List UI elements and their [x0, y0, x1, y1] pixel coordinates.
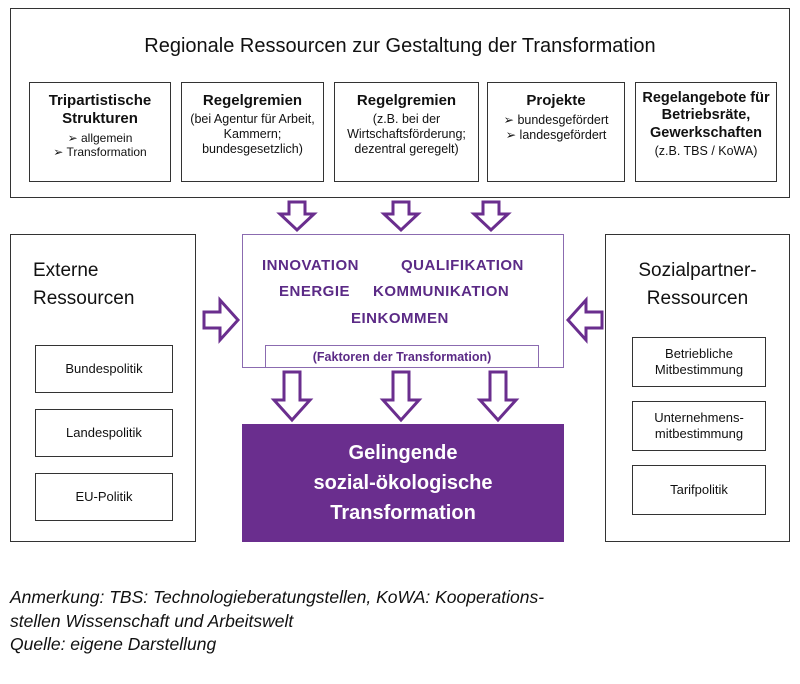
note-line2: stellen Wissenschaft und Arbeitswelt: [10, 610, 294, 631]
projects-box: Projekte ➢ bundesgefördert ➢ landesgeför…: [487, 82, 625, 182]
standard-offers-desc: (z.B. TBS / KoWA): [654, 144, 758, 159]
result-line1: Gelingende: [348, 442, 458, 464]
down-arrow-top-1: [276, 200, 318, 233]
factor-energy: ENERGIE: [279, 283, 351, 300]
note-line1: Anmerkung: TBS: Technologieberatungstell…: [10, 587, 545, 607]
regulatory-bodies-federal-desc: (bei Agentur für Arbeit, Kammern; bundes…: [190, 112, 315, 156]
eu-politics-box: EU-Politik: [35, 473, 173, 521]
down-arrow-bottom-2: [379, 370, 423, 423]
factor-qualification: QUALIFIKATION: [401, 257, 524, 274]
tripartite-item-general: ➢ allgemein: [67, 131, 133, 145]
regional-resources-title: Regionale Ressourcen zur Gestaltung der …: [144, 35, 656, 57]
result-line3: Transformation: [330, 502, 476, 524]
factors-label: (Faktoren der Transformation): [265, 345, 539, 368]
external-resources-title-line1: Externe: [33, 260, 99, 281]
regulatory-bodies-local-desc: (z.B. bei der Wirtschaftsförderung; deze…: [347, 112, 466, 156]
regulatory-bodies-federal-title: Regelgremien: [202, 92, 303, 109]
down-arrow-bottom-1: [270, 370, 314, 423]
regulatory-bodies-local-title: Regelgremien: [356, 92, 457, 109]
regulatory-bodies-local-box: Regelgremien (z.B. bei der Wirtschaftsfö…: [334, 82, 479, 182]
social-partner-resources-panel: Sozialpartner- Ressourcen Betriebliche M…: [605, 234, 790, 542]
note-source: Quelle: eigene Darstellung: [10, 634, 217, 655]
regional-resources-panel: Regionale Ressourcen zur Gestaltung der …: [10, 8, 790, 198]
factor-income: EINKOMMEN: [351, 310, 449, 327]
factor-communication: KOMMUNIKATION: [373, 283, 510, 300]
annotation-note: Anmerkung: TBS: Technologieberatungstell…: [10, 586, 790, 657]
tripartite-structures-box: Tripartistische Strukturen ➢ allgemein ➢…: [29, 82, 171, 182]
federal-politics-box: Bundespolitik: [35, 345, 173, 393]
down-arrow-bottom-3: [476, 370, 520, 423]
projects-item-federal: ➢ bundesgefördert: [503, 113, 609, 127]
external-resources-panel: Externe Ressourcen Bundespolitik Landesp…: [10, 234, 196, 542]
collective-bargaining-box: Tarifpolitik: [632, 465, 766, 515]
tripartite-item-transformation: ➢ Transformation: [53, 145, 147, 160]
factor-innovation: INNOVATION: [262, 257, 359, 274]
regulatory-bodies-federal-box: Regelgremien (bei Agentur für Arbeit, Ka…: [181, 82, 324, 182]
external-resources-title: Externe Ressourcen: [33, 257, 195, 312]
tripartite-structures-title: Tripartistische Strukturen: [48, 92, 152, 127]
company-codetermination-box: Unternehmens-mitbestimmung: [632, 401, 766, 451]
social-partner-title-line1: Sozialpartner-: [638, 260, 757, 281]
standard-offers-title: Regelangebote für Betriebsräte, Gewerksc…: [642, 90, 770, 141]
transformation-result-box: Gelingende sozial-ökologische Transforma…: [242, 424, 564, 542]
down-arrow-top-3: [470, 200, 512, 233]
standard-offers-box: Regelangebote für Betriebsräte, Gewerksc…: [635, 82, 777, 182]
left-arrow-right: [565, 296, 604, 344]
right-arrow-left: [202, 296, 241, 344]
social-partner-title-line2: Ressourcen: [646, 287, 749, 309]
state-politics-box: Landespolitik: [35, 409, 173, 457]
result-line2: sozial-ökologische: [313, 472, 493, 494]
external-resources-title-line2: Ressourcen: [33, 287, 135, 309]
works-codetermination-box: Betriebliche Mitbestimmung: [632, 337, 766, 387]
projects-item-state: ➢ landesgefördert: [505, 128, 607, 142]
projects-title: Projekte: [526, 92, 586, 109]
down-arrow-top-2: [380, 200, 422, 233]
social-partner-resources-title: Sozialpartner- Ressourcen: [606, 257, 789, 312]
